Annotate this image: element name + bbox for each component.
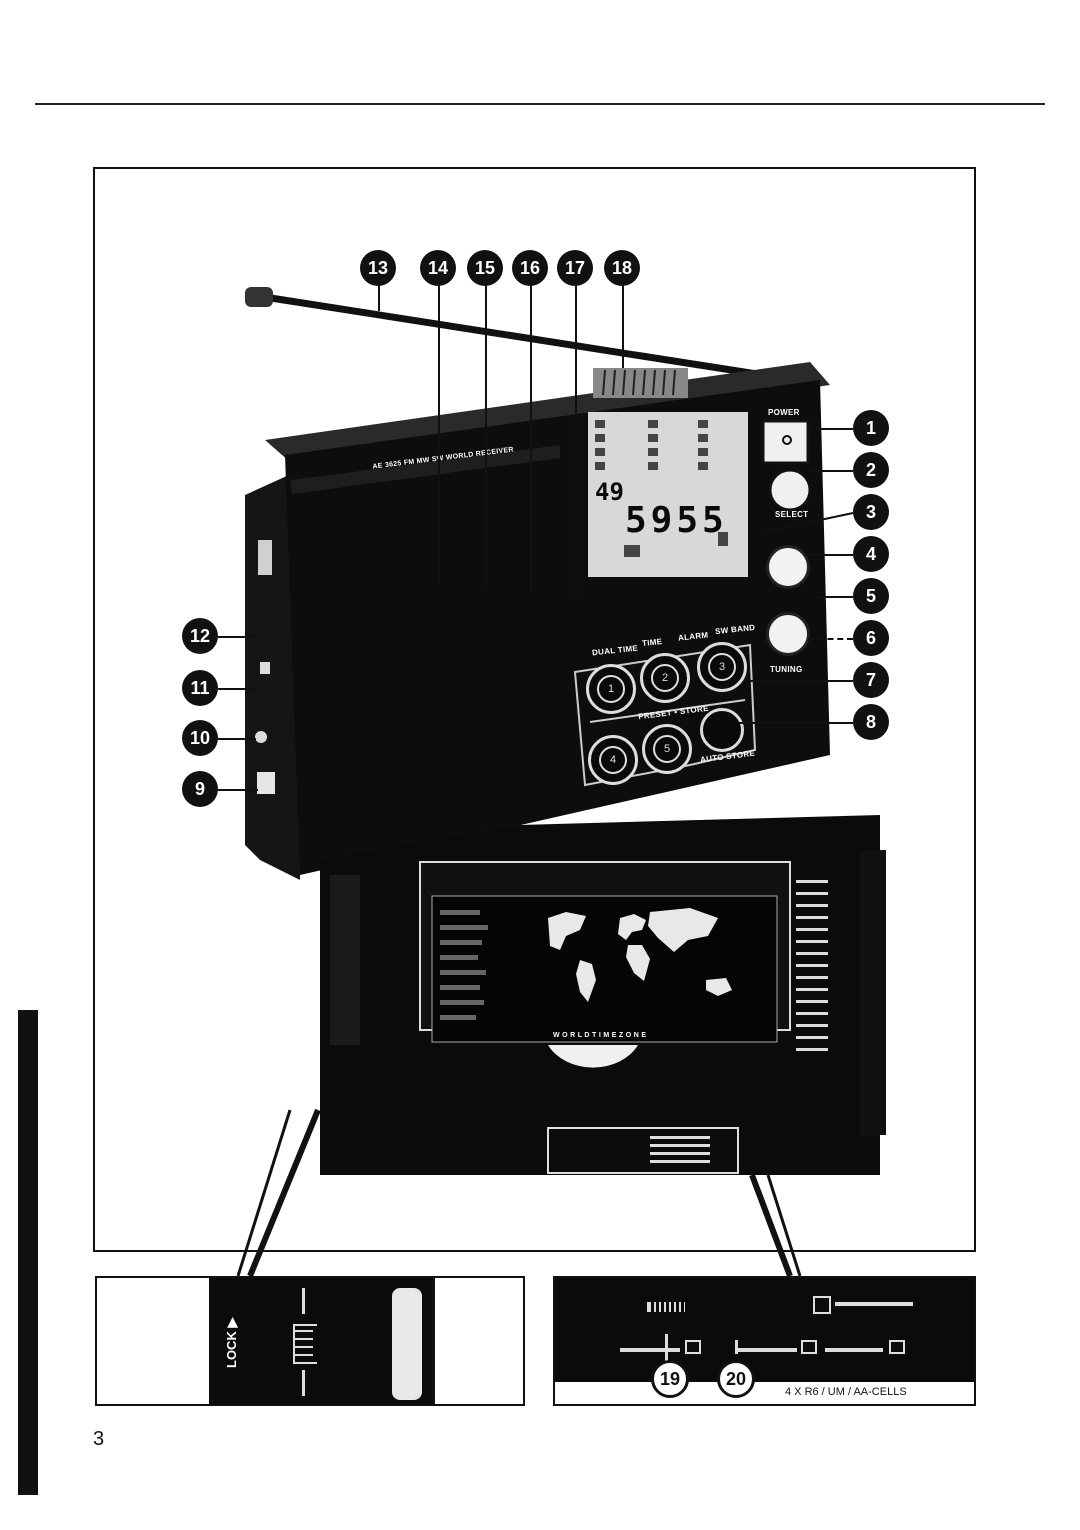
battery-inset: 4 X R6 / UM / AA-CELLS 19 20: [553, 1276, 976, 1406]
callout-6: 6: [853, 620, 889, 656]
select-label: SELECT: [775, 510, 809, 519]
lock-inset: LOCK ▶: [95, 1276, 525, 1406]
callout-19: 19: [651, 1360, 689, 1398]
preset-button-4: 4: [588, 735, 638, 785]
auto-store-button: [700, 708, 744, 752]
callout-16: 16: [512, 250, 548, 286]
preset-button-2: 2: [640, 653, 690, 703]
side-switch-9: [257, 772, 275, 794]
preset-label-5: 5: [653, 735, 681, 763]
page-number: 3: [93, 1428, 105, 1450]
battery-label: 4 X R6 / UM / AA-CELLS: [785, 1386, 907, 1398]
lock-label: LOCK ▶: [224, 1317, 239, 1368]
headphone-jack: [255, 731, 267, 743]
side-switch-upper: [258, 540, 272, 575]
preset-button-5: 5: [642, 724, 692, 774]
preset-label-2: 2: [651, 664, 679, 692]
lcd-display: [588, 412, 748, 577]
select-button: [768, 468, 812, 512]
tuning-label: TUNING: [770, 665, 803, 674]
preset-button-3: 3: [697, 642, 747, 692]
callout-20: 20: [717, 1360, 755, 1398]
preset-button-1: 1: [586, 664, 636, 714]
model-band: [290, 445, 560, 494]
power-label: POWER: [768, 408, 800, 417]
callout-2: 2: [853, 452, 889, 488]
world-map: [548, 908, 732, 1002]
antenna-tip: [245, 287, 273, 307]
lcd-frequency: 5955: [625, 500, 728, 541]
rear-stand: [860, 850, 886, 1135]
callout-18: 18: [604, 250, 640, 286]
callout-4: 4: [853, 536, 889, 572]
callout-15: 15: [467, 250, 503, 286]
preset-label-4: 4: [599, 746, 627, 774]
callout-12: 12: [182, 618, 218, 654]
world-time-zone-label: W O R L D T I M E Z O N E: [553, 1032, 647, 1039]
callout-11: 11: [182, 670, 218, 706]
callout-5: 5: [853, 578, 889, 614]
side-slider-11: [260, 662, 270, 674]
callout-14: 14: [420, 250, 456, 286]
tuning-up-knob: [766, 545, 810, 589]
power-switch: [761, 419, 810, 465]
callout-1: 1: [853, 410, 889, 446]
radio-top-face: [265, 362, 830, 462]
callout-9: 9: [182, 771, 218, 807]
callout-7: 7: [853, 662, 889, 698]
callout-3: 3: [853, 494, 889, 530]
callout-8: 8: [853, 704, 889, 740]
preset-label-1: 1: [597, 675, 625, 703]
callout-10: 10: [182, 720, 218, 756]
lcd-band: 49: [595, 478, 624, 506]
antenna: [257, 292, 809, 386]
top-rule: [35, 103, 1045, 105]
tuning-down-knob: [766, 612, 810, 656]
dial-arc: [548, 1045, 638, 1068]
vents: [796, 880, 828, 1051]
illustration-frame: [93, 167, 976, 1252]
callout-13: 13: [360, 250, 396, 286]
preset-label-3: 3: [708, 653, 736, 681]
callout-17: 17: [557, 250, 593, 286]
battery-door: [547, 1127, 739, 1174]
binding-edge: [18, 1010, 38, 1495]
